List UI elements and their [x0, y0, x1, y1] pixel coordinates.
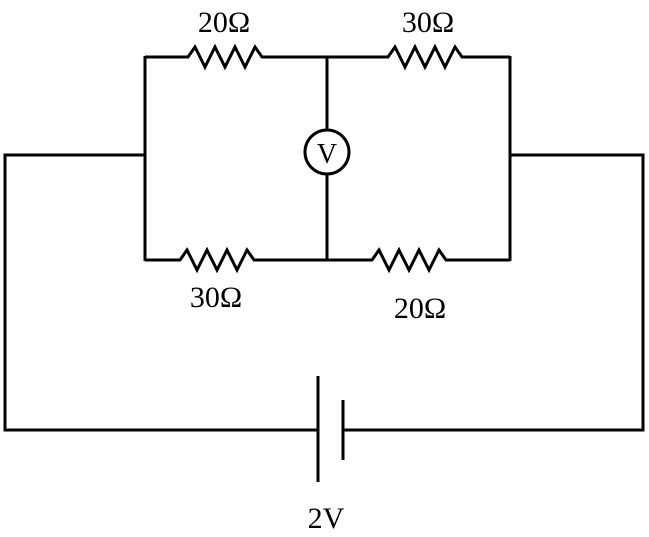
outer-wire-right	[343, 153, 645, 432]
outer-wire-left	[3, 153, 318, 432]
resistor-bottom-left	[145, 246, 327, 274]
label-bottom-left: 30Ω	[190, 281, 242, 314]
label-top-left: 20Ω	[198, 6, 250, 39]
voltmeter-label: V	[317, 139, 337, 170]
battery-label: 2V	[308, 502, 345, 535]
label-top-right: 30Ω	[402, 6, 454, 39]
label-bottom-right: 20Ω	[394, 292, 446, 325]
voltmeter-icon	[303, 128, 351, 176]
resistor-top-right	[327, 43, 510, 71]
resistor-bottom-right	[327, 246, 510, 274]
resistor-top-left	[145, 43, 327, 71]
